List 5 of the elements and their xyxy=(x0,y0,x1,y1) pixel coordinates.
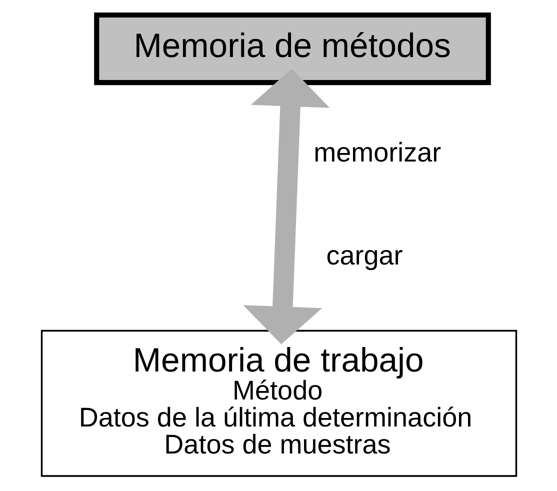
label: cargar xyxy=(326,240,402,271)
arrow xyxy=(242,68,330,344)
label: memorizar xyxy=(313,138,441,168)
node-box: Memoria de trabajo Método Datos de la última determinación Datos de muestras xyxy=(40,330,517,477)
node-box: Memoria de métodos xyxy=(94,12,490,86)
